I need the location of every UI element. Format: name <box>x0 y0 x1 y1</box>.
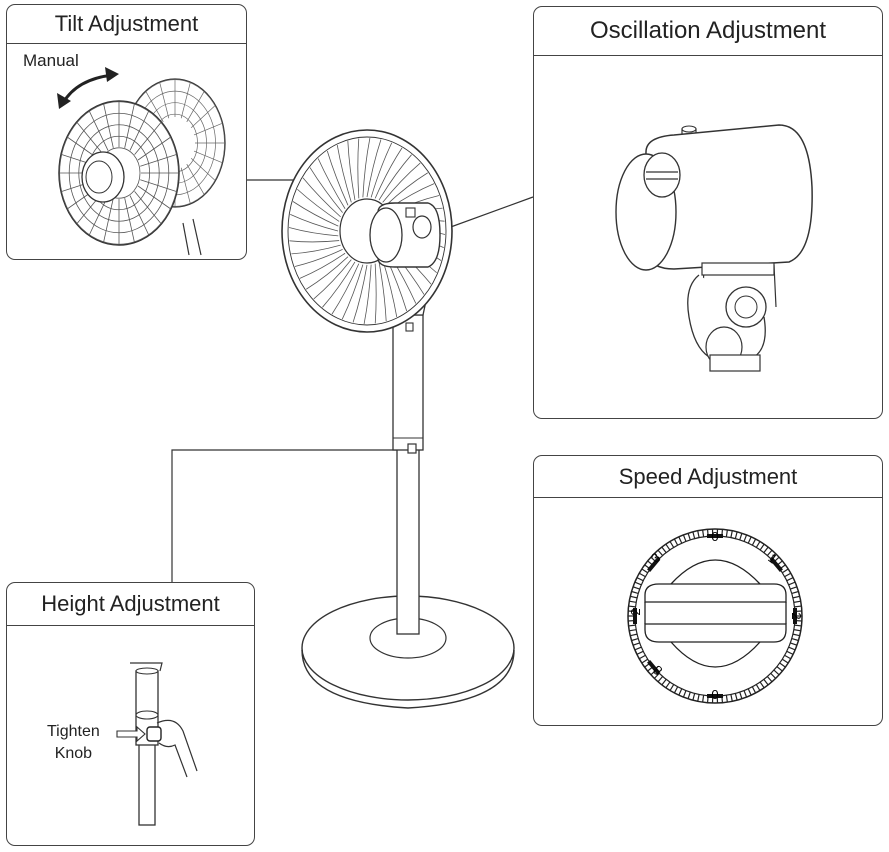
fan-motor-housing <box>369 202 441 268</box>
dial-number-right: 2 <box>789 612 804 619</box>
manual-label: Manual <box>23 51 79 70</box>
oscillation-connector <box>436 196 534 233</box>
speed-panel-title: Speed Adjustment <box>534 456 882 498</box>
tilt-fan-illustration <box>57 67 226 256</box>
tilt-panel-title: Tilt Adjustment <box>7 5 246 44</box>
tighten-knob-label: Tighten Knob <box>47 721 100 765</box>
speed-adjustment-panel: Speed Adjustment 0 1 2 0 8 2 3 <box>533 455 883 726</box>
height-connector <box>171 449 407 582</box>
knob-icon <box>146 726 162 742</box>
arrow-right-icon <box>116 725 146 743</box>
speed-dial-illustration: 0 1 2 0 8 2 3 <box>627 528 804 704</box>
oscillation-panel-title: Oscillation Adjustment <box>534 7 882 56</box>
dial-number-bottom: 0 <box>711 687 718 702</box>
hand-icon <box>156 719 198 778</box>
dial-number-left: 2 <box>628 608 643 615</box>
oscillation-knob <box>412 215 432 239</box>
height-adjustment-panel: Height Adjustment Tighten Knob <box>6 582 255 846</box>
curved-arrow-icon <box>57 67 119 109</box>
pole-knob-illustration <box>116 662 198 826</box>
height-knob <box>407 443 417 454</box>
motor-head-illustration <box>615 124 813 372</box>
tilt-adjustment-panel: Tilt Adjustment Manual <box>6 4 247 260</box>
oscillation-adjustment-panel: Oscillation Adjustment <box>533 6 883 419</box>
dial-number-top: 0 <box>711 529 718 544</box>
knob-label: Knob <box>54 745 93 762</box>
fan-guard <box>281 129 453 333</box>
height-panel-title: Height Adjustment <box>7 583 254 626</box>
tighten-label: Tighten <box>47 723 100 740</box>
